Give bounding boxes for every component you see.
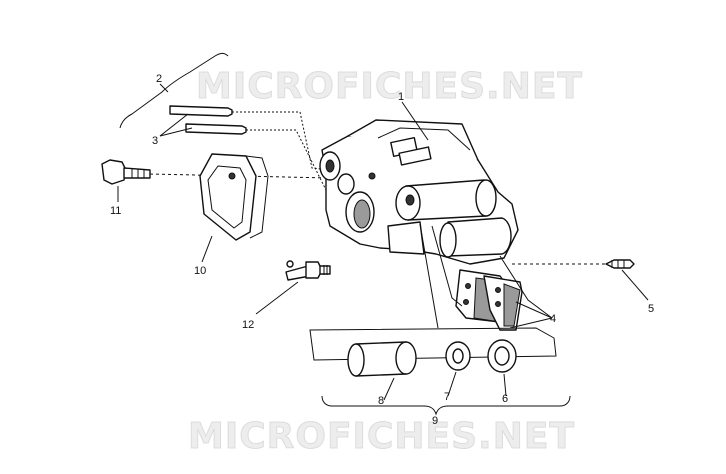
callout-12: 12 xyxy=(242,319,254,331)
leader-6 xyxy=(503,373,507,397)
projection-line-a xyxy=(419,223,439,329)
part-dust-seal-6 xyxy=(487,339,517,373)
bracket-group-9 xyxy=(321,395,571,416)
part-piston-8 xyxy=(347,341,417,377)
callout-6: 6 xyxy=(502,393,508,405)
leader-3b xyxy=(159,127,193,137)
bracket-group-2 xyxy=(119,52,229,129)
callout-7: 7 xyxy=(444,391,450,403)
part-slide-pin-5 xyxy=(605,259,635,269)
part-bleeder-screw-12 xyxy=(285,260,331,281)
leader-7 xyxy=(447,371,457,397)
watermark-top: MICROFICHES.NET xyxy=(196,66,583,107)
part-shim-plate-10 xyxy=(199,153,269,241)
callout-9: 9 xyxy=(432,415,438,427)
callout-1: 1 xyxy=(398,91,404,103)
callout-2: 2 xyxy=(156,73,162,85)
leader-5 xyxy=(621,269,649,301)
leader-2 xyxy=(159,83,169,93)
projection-line-c xyxy=(499,255,553,319)
part-caliper-body-1 xyxy=(319,119,519,265)
projection-line-b xyxy=(431,225,463,307)
leader-1 xyxy=(401,101,429,141)
part-brake-pads-4 xyxy=(455,269,523,331)
callout-3: 3 xyxy=(152,135,158,147)
part-seal-7 xyxy=(445,341,471,371)
callout-11: 11 xyxy=(110,205,121,217)
leader-8 xyxy=(383,377,395,401)
leader-10 xyxy=(201,235,213,263)
leader-4a xyxy=(515,301,553,319)
callout-4: 4 xyxy=(550,313,556,325)
callout-8: 8 xyxy=(378,395,384,407)
part-pins-3 xyxy=(169,105,247,135)
callout-10: 10 xyxy=(194,265,206,277)
leader-4b xyxy=(509,317,553,329)
leader-12 xyxy=(255,281,299,315)
pin-axis-1 xyxy=(232,111,331,171)
callout-5: 5 xyxy=(648,303,654,315)
watermark-bottom: MICROFICHES.NET xyxy=(188,416,575,457)
part-bolt-11 xyxy=(101,159,151,185)
piston-set-frame xyxy=(309,327,557,361)
leader-3a xyxy=(159,113,189,137)
